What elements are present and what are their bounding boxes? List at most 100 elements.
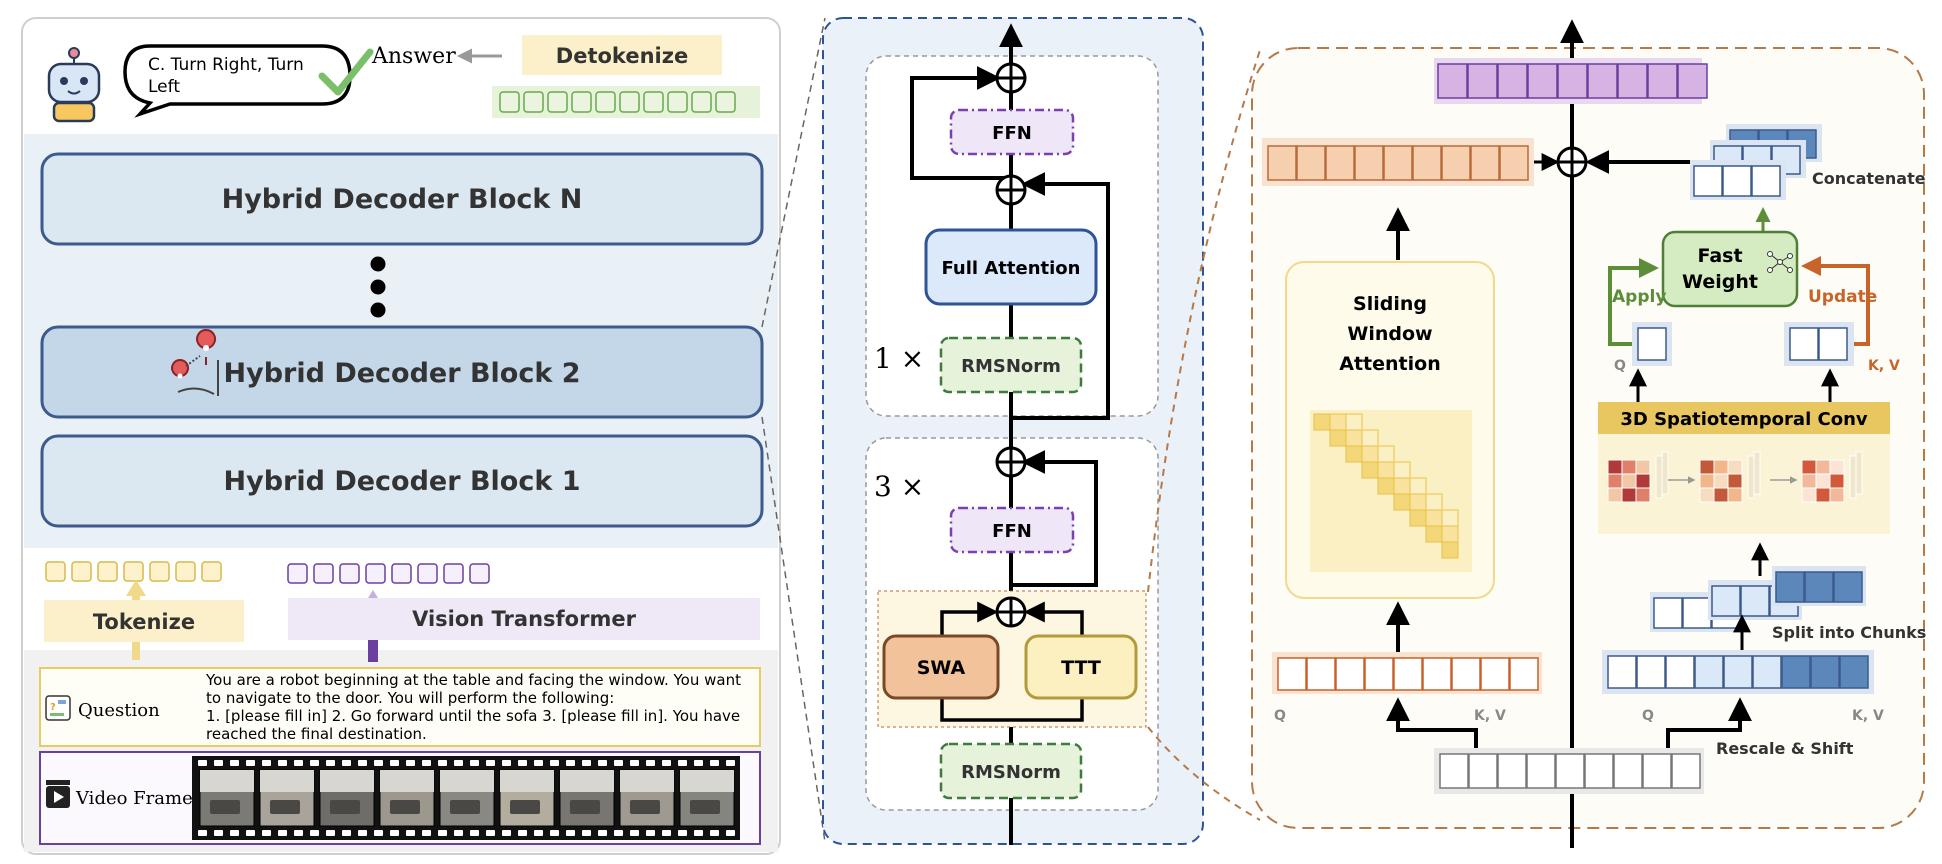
token bbox=[1470, 145, 1500, 181]
film-hole bbox=[406, 830, 415, 836]
token bbox=[1789, 327, 1819, 361]
vision-transformer-box bbox=[288, 598, 760, 640]
token bbox=[1527, 63, 1558, 99]
token bbox=[1665, 655, 1695, 689]
ffn-top-label: FFN bbox=[992, 123, 1032, 144]
token bbox=[1467, 63, 1498, 99]
cube-cell bbox=[1635, 459, 1651, 475]
mask-cell bbox=[1361, 445, 1379, 463]
film-hole bbox=[678, 760, 687, 766]
token bbox=[1775, 571, 1805, 603]
question-icon: ? bbox=[45, 695, 71, 721]
svg-text:?: ? bbox=[50, 702, 56, 713]
update-label: Update bbox=[1808, 287, 1877, 307]
frame-window bbox=[620, 770, 674, 792]
token bbox=[287, 563, 308, 584]
film-hole bbox=[230, 830, 239, 836]
token bbox=[123, 561, 144, 582]
film-hole bbox=[214, 830, 223, 836]
cube-cell bbox=[1699, 487, 1715, 503]
ffn-bottom-label: FFN bbox=[992, 521, 1032, 542]
mask-cell bbox=[1313, 413, 1331, 431]
cube-cell bbox=[1621, 487, 1637, 503]
repeat-1x: 1 × bbox=[874, 342, 924, 375]
film-hole bbox=[470, 760, 479, 766]
token bbox=[523, 91, 544, 113]
token bbox=[1694, 655, 1724, 689]
token bbox=[201, 561, 222, 582]
film-hole bbox=[646, 830, 655, 836]
left-panel: C. Turn Right, Turn Left Answer Detokeni… bbox=[21, 17, 781, 855]
film-hole bbox=[406, 760, 415, 766]
film-hole bbox=[694, 760, 703, 766]
token bbox=[1818, 327, 1848, 361]
token bbox=[619, 91, 640, 113]
add-node-top-2 bbox=[995, 174, 1027, 206]
token bbox=[1325, 145, 1355, 181]
question-line-4: reached the final destination. bbox=[206, 725, 427, 743]
mask-cell bbox=[1329, 429, 1347, 447]
film-hole bbox=[198, 760, 207, 766]
text-token-row bbox=[45, 561, 222, 582]
mask-cell bbox=[1441, 525, 1459, 543]
film-hole bbox=[614, 830, 623, 836]
film-hole bbox=[726, 760, 735, 766]
film-hole bbox=[342, 760, 351, 766]
film-perforations bbox=[198, 760, 735, 836]
cube-side bbox=[1747, 455, 1755, 499]
token bbox=[1677, 63, 1708, 99]
token bbox=[1810, 655, 1840, 689]
film-hole bbox=[262, 760, 271, 766]
frame-window bbox=[440, 770, 494, 792]
token bbox=[1441, 145, 1471, 181]
film-hole bbox=[726, 830, 735, 836]
film-hole bbox=[486, 830, 495, 836]
frame-furniture bbox=[330, 800, 360, 814]
token bbox=[1607, 655, 1637, 689]
cube-cell bbox=[1829, 473, 1845, 489]
token bbox=[469, 563, 490, 584]
film-hole bbox=[294, 830, 303, 836]
token bbox=[1722, 165, 1752, 197]
rmsnorm-bottom-label: RMSNorm bbox=[961, 762, 1061, 783]
cube-cell bbox=[1713, 487, 1729, 503]
film-hole bbox=[198, 830, 207, 836]
frame-window bbox=[320, 770, 374, 792]
ttt-box bbox=[1024, 634, 1138, 700]
film-hole bbox=[550, 830, 559, 836]
token bbox=[1437, 63, 1468, 99]
detokenize-token-row bbox=[499, 91, 736, 113]
robot-icon bbox=[47, 47, 101, 123]
token bbox=[339, 563, 360, 584]
token bbox=[1497, 753, 1527, 789]
frame-window bbox=[200, 770, 254, 792]
film-hole bbox=[710, 830, 719, 836]
film-hole bbox=[214, 760, 223, 766]
question-label: Question bbox=[78, 700, 160, 721]
frame-furniture bbox=[690, 800, 720, 814]
cube-cell bbox=[1713, 459, 1729, 475]
film-hole bbox=[710, 760, 719, 766]
cube-cell bbox=[1801, 459, 1817, 475]
film-hole bbox=[230, 760, 239, 766]
rmsnorm-top-box bbox=[939, 336, 1083, 394]
cube-cell bbox=[1727, 487, 1743, 503]
cube-cell bbox=[1801, 487, 1817, 503]
token bbox=[1354, 145, 1384, 181]
answer-bubble bbox=[123, 44, 352, 118]
swa-label: SWA bbox=[917, 657, 966, 679]
film-hole bbox=[630, 830, 639, 836]
mask-cell bbox=[1393, 477, 1411, 495]
film-hole bbox=[598, 760, 607, 766]
cube-cell bbox=[1815, 473, 1831, 489]
film-hole bbox=[582, 760, 591, 766]
question-line-2: to navigate to the door. You will perfor… bbox=[206, 689, 614, 707]
swa-title-line1: Sliding bbox=[1353, 293, 1427, 315]
film-hole bbox=[422, 760, 431, 766]
token bbox=[1451, 657, 1481, 691]
token bbox=[1439, 753, 1469, 789]
token bbox=[1584, 753, 1614, 789]
cube-cell bbox=[1713, 473, 1729, 489]
output-token-row bbox=[1437, 63, 1708, 99]
